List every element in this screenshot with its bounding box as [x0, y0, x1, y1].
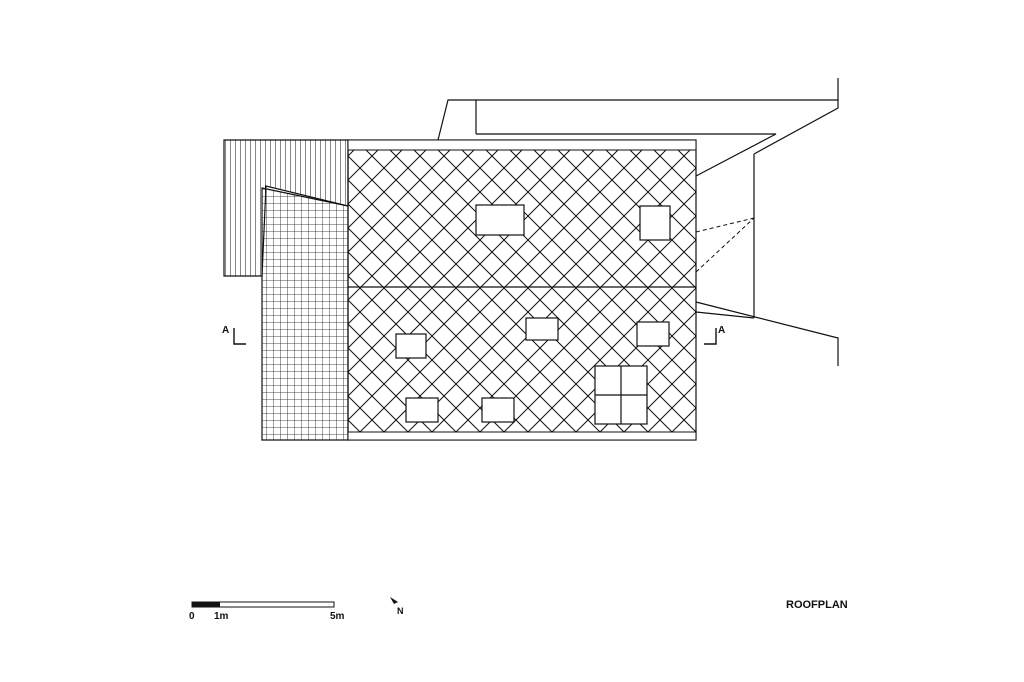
skylight: [636, 321, 670, 347]
skylight: [481, 397, 515, 423]
section-marker-left: A: [222, 325, 246, 345]
scale-label-zero: 0: [189, 611, 195, 622]
grid-roof-section: [261, 187, 349, 441]
north-arrow-icon: [390, 597, 398, 604]
scale-label-five: 5m: [330, 611, 345, 622]
scale-label-one: 1m: [214, 611, 229, 622]
plan-title: ROOFPLAN: [786, 599, 848, 611]
skylight: [395, 333, 427, 359]
skylights: [395, 204, 671, 425]
svg-text:A: A: [222, 325, 229, 336]
skylight: [639, 205, 671, 241]
skylight: [525, 317, 559, 341]
dashed-guides: [695, 217, 755, 273]
north-arrow: N: [390, 597, 404, 616]
adjacent-building-outline: [437, 78, 839, 366]
svg-text:A: A: [718, 325, 725, 336]
skylight: [405, 397, 439, 423]
scale-bar: 0 1m 5m: [189, 601, 345, 622]
svg-text:N: N: [397, 606, 404, 616]
skylight: [475, 204, 525, 236]
section-marker-right: A: [704, 325, 725, 345]
